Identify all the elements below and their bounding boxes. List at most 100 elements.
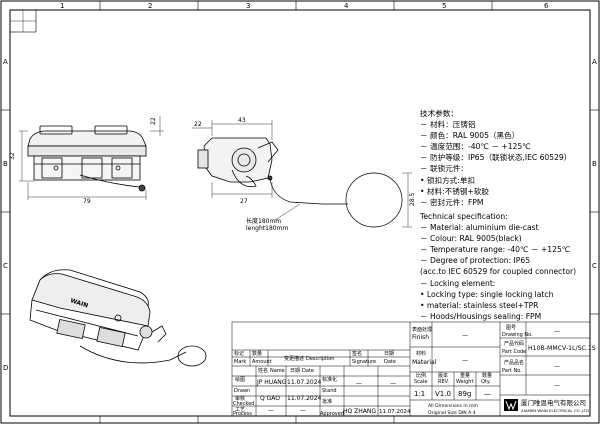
tb-stand-date: — <box>390 380 396 387</box>
row-label-b: B <box>3 160 8 168</box>
tb-date-en: Date <box>384 359 396 365</box>
spec-cn-line: － 温度范围：-40℃ － +125℃ <box>420 142 531 152</box>
spec-en-line: Technical specification: <box>420 212 508 221</box>
col-label-4: 4 <box>344 2 349 10</box>
tb-scale-cn: 比例 <box>416 372 426 379</box>
tb-finish-cn: 表面处理 <box>412 326 432 333</box>
tb-checked-name: Q GAO <box>260 395 280 402</box>
side-bottom-dim: 27 <box>240 198 248 205</box>
tb-qty-cn: 数量 <box>482 372 492 379</box>
tb-weight-en: Weight <box>456 379 473 385</box>
tb-checked-cn: 审核 <box>235 395 245 402</box>
tb-process-en: Process <box>233 411 252 417</box>
front-dimensions <box>19 116 164 200</box>
spec-en-line: － Hoods/Housings sealing: FPM <box>420 311 542 321</box>
tb-stand-name: — <box>356 380 362 387</box>
row-label-a-right: A <box>592 58 597 66</box>
side-depth-dim: 43 <box>238 117 246 124</box>
spec-cn-line: － 联锁元件： <box>420 164 468 174</box>
tb-date2-cn: 日期 <box>290 368 300 374</box>
tb-weight-val: 89g <box>458 390 471 398</box>
spec-en-line: － Locking element: <box>420 278 496 288</box>
frame-rows <box>1 109 599 315</box>
revision-box <box>9 9 37 33</box>
spec-cn-line: － 防护等级：IP65（联锁状态,IEC 60529） <box>420 153 572 163</box>
tb-material-cn: 材料 <box>416 350 426 357</box>
tb-sig-cn: 签名 <box>352 350 362 357</box>
title-block <box>231 321 591 417</box>
tb-dims-note-2: Original Size DIN A 4 <box>428 410 476 416</box>
tb-qty-en: Qty. <box>481 379 491 385</box>
row-label-c-right: C <box>592 262 597 270</box>
spec-en-line: － Degree of protection: IP65 <box>420 256 531 266</box>
tb-date-cn: 日期 <box>384 351 394 357</box>
tb-dims-note-1: All Dimensions in mm <box>428 403 479 409</box>
spec-en-line: － Material: aluminium die-cast <box>420 223 539 233</box>
tb-partno-en: Part No. <box>502 368 522 374</box>
tb-approved-cn: 批准 <box>322 398 332 405</box>
tb-mark-en: Mark <box>234 359 246 365</box>
col-label-5: 5 <box>442 2 446 10</box>
tb-approved-en: Approved <box>320 411 344 417</box>
tb-rev-cn: 版本 <box>438 372 448 379</box>
tb-drawing-val: — <box>554 328 560 335</box>
spec-cn-line: － 材料：压铸铝 <box>420 120 476 130</box>
row-label-b-right: B <box>592 160 597 168</box>
tb-amount-cn: 数量 <box>252 350 262 357</box>
tb-partcode-en: Part Code <box>502 349 526 355</box>
tb-stand-en: Stand <box>322 388 337 394</box>
spec-cn-line: • 锁扣方式:单扣 <box>420 175 476 185</box>
spec-cn-block: 技术参数： － 材料：压铸铝 － 颜色：RAL 9005（黑色） － 温度范围：… <box>420 108 571 208</box>
tb-name-cn: 姓名 <box>258 367 268 374</box>
spec-en-line: (acc.to IEC 60529 for coupled connector) <box>420 267 577 277</box>
tb-qty-val: — <box>484 390 491 398</box>
tb-approved-name: HQ ZHANG <box>343 408 376 415</box>
tb-mark-cn: 标记 <box>234 350 244 357</box>
col-label-1: 1 <box>60 2 64 10</box>
col-label-6: 6 <box>544 2 549 10</box>
company-logo-icon <box>504 399 518 411</box>
tb-partcode-val: H10B-MMCV-1L/SC.1S <box>528 345 596 352</box>
chain-length-cn: 长度180mm <box>246 217 281 225</box>
tb-company-cn: 厦门唯恩电气有限公司 <box>521 398 586 407</box>
front-top-dim: 22 <box>150 117 157 125</box>
tb-partcode-cn: 产品代码 <box>504 340 524 347</box>
tb-checked-date: 11.07.2024 <box>287 395 322 402</box>
side-top-dim: 22 <box>194 121 202 128</box>
tb-approved-date: 11.07.2024 <box>379 409 411 415</box>
tb-blank-val: — <box>554 382 560 389</box>
tb-amount-en: Amount <box>252 359 272 365</box>
tb-partno-val: — <box>554 363 560 370</box>
tb-finish-en: Finish <box>412 334 429 341</box>
tb-date2-en: Date <box>302 368 314 374</box>
chain-loop <box>269 172 412 228</box>
tb-process-date: — <box>300 407 306 414</box>
tb-process-cn: 工艺 <box>235 407 245 413</box>
tb-change-cn: 变更描述 <box>284 355 304 362</box>
tb-material-en: Material <box>412 359 437 366</box>
spec-cn-line: • 材料:不锈钢+软胶 <box>420 186 489 196</box>
tb-rev-val: V1.0 <box>435 390 451 398</box>
tb-sig-en: Signature <box>352 359 376 365</box>
spec-cn-line: － 颜色：RAL 9005（黑色） <box>420 131 520 141</box>
isometric-view <box>29 269 207 367</box>
chain-height-dim: 28.5 <box>409 192 416 206</box>
row-label-d: D <box>3 364 8 372</box>
spec-cn-line: 技术参数： <box>420 109 458 118</box>
col-label-3: 3 <box>246 2 250 10</box>
tb-scale-val: 1:1 <box>414 390 425 398</box>
tb-change-en: Description <box>306 356 334 362</box>
chain-length-en: lenght180mm <box>246 225 288 232</box>
tb-finish-val: — <box>462 332 468 339</box>
tb-stand-cn: 标准化 <box>322 376 337 383</box>
spec-cn-line: － 密封元件：FPM <box>420 197 484 207</box>
tb-drawing-cn: 图号 <box>506 325 516 331</box>
spec-en-block: Technical specification: － Material: alu… <box>420 211 576 322</box>
tb-name-en: Name <box>270 368 285 374</box>
tb-weight-cn: 重量 <box>460 372 470 379</box>
spec-en-line: • Locking type: single locking latch <box>420 289 554 299</box>
col-label-2: 2 <box>148 2 152 10</box>
tb-drawn-cn: 绘图 <box>235 376 245 383</box>
row-label-c: C <box>3 262 8 270</box>
